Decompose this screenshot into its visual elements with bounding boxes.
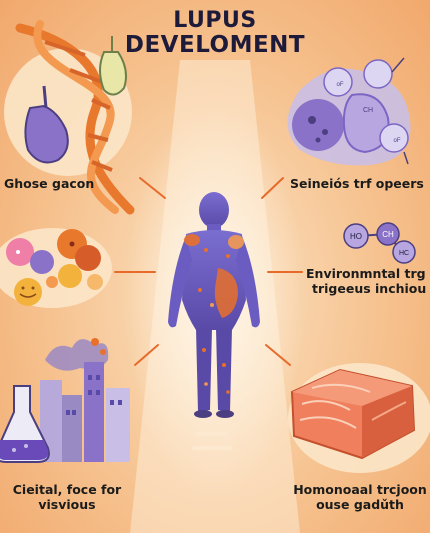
- tissue-panel: [288, 363, 430, 473]
- factory-panel: [0, 338, 130, 463]
- pedestal: [192, 432, 232, 450]
- human-figure-icon: [168, 192, 260, 418]
- connector-lines: [114, 177, 303, 366]
- cell-panel: oF CH oF: [287, 57, 411, 166]
- label-top-left: Ghose gacon: [4, 176, 95, 191]
- vial-icon: [99, 36, 127, 96]
- label-bottom-left-line-2: visvious: [38, 497, 96, 512]
- label-bottom-right: Homonoaal trcjoon ouse gadǔth: [290, 482, 430, 512]
- dna-panel: [4, 20, 135, 215]
- flask-icon: [24, 85, 69, 164]
- molecule-label-b: CH: [363, 107, 373, 114]
- title-line-1: LUPUS: [173, 8, 257, 33]
- label-bottom-left: Cieital, foce for visvious: [12, 482, 122, 512]
- beaker-icon: [0, 385, 50, 463]
- label-mid-right: Environmntal trg trigeeus inchiou: [306, 266, 426, 296]
- molecule-label-e: oF: [336, 82, 343, 88]
- molecule-atom-icon: [343, 223, 369, 249]
- dna-helix-icon: [15, 20, 135, 215]
- molecule-label-a: HO: [350, 232, 362, 241]
- molecule-label-c: HC: [399, 250, 409, 257]
- label-mid-right-line-1: Environmntal trg: [306, 266, 426, 281]
- connector-bottom-right: [265, 344, 291, 366]
- molecule-panel: HO CH HC: [343, 222, 416, 264]
- connector-top-right: [261, 177, 284, 199]
- cells-cluster-panel: [0, 228, 112, 308]
- molecule-label-d: CH: [382, 230, 394, 239]
- label-bottom-right-line-1: Homonoaal trcjoon: [293, 482, 427, 497]
- page-title: LUPUS DEVELOMENT: [0, 8, 430, 58]
- factory-chimney-icon: [84, 362, 104, 462]
- label-top-right: Seineiós trf opeers: [290, 176, 424, 191]
- label-mid-right-line-2: trigeeus inchiou: [312, 281, 427, 296]
- smiling-cell-icon: [14, 278, 42, 306]
- title-line-2: DEVELOMENT: [124, 32, 306, 58]
- connector-bottom-left: [134, 344, 159, 366]
- label-bottom-right-line-2: ouse gadǔth: [316, 497, 404, 512]
- molecule-label-f: oF: [393, 138, 400, 144]
- label-bottom-left-line-1: Cieital, foce for: [12, 482, 122, 497]
- purple-cell-icon: [292, 99, 344, 151]
- connector-top-left: [139, 177, 166, 199]
- inflammation-spots: [184, 234, 244, 394]
